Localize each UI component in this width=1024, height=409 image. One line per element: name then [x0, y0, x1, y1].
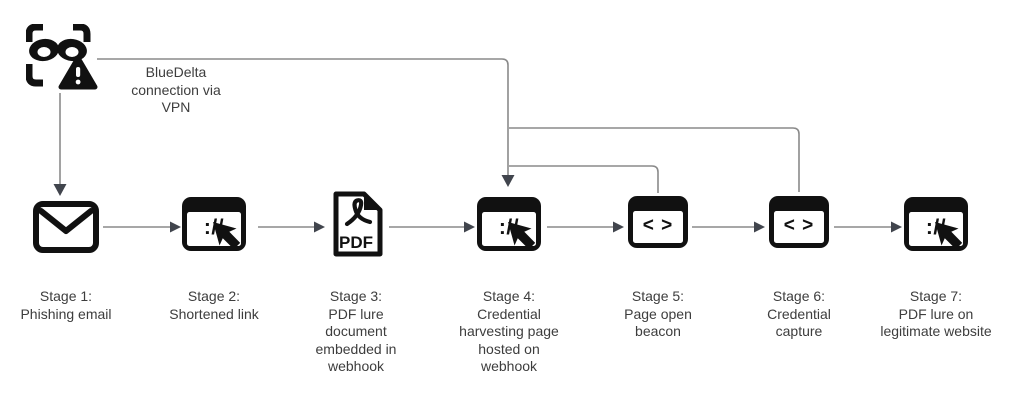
stage-3-pdf-lure: PDF Stage 3: PDF lure document embedded …	[271, 188, 441, 374]
stage-label: Stage 5: Page open beacon	[624, 288, 692, 339]
arrowhead-s1-s2	[170, 221, 181, 233]
stage5-feedback-line	[509, 165, 659, 193]
pdf-document-icon: PDF	[333, 191, 383, 257]
arrowhead-s4-s5	[613, 221, 624, 233]
arrowhead-into-stage4	[501, 175, 515, 187]
folded-corner	[364, 194, 380, 210]
arrowhead-s6-s7	[891, 221, 902, 233]
arrowhead-into-stage1	[53, 184, 67, 196]
code-glyph: < >	[633, 211, 683, 243]
arrowhead-s5-s6	[754, 221, 765, 233]
stage-label: Stage 6: Credential capture	[767, 288, 831, 339]
email-icon	[33, 201, 99, 253]
code-window-icon: < >	[769, 196, 829, 248]
code-window-icon: < >	[628, 196, 688, 248]
stage-7-pdf-lure-legitimate-website: :// Stage 7: PDF lure on legitimate webs…	[851, 188, 1021, 339]
arrowhead-s2-s3	[314, 221, 325, 233]
stage6-feedback-line	[509, 127, 800, 192]
stage-5-page-open-beacon: < > Stage 5: Page open beacon	[573, 188, 743, 339]
attacker-label: BlueDelta connection via VPN	[131, 64, 221, 115]
stage-2-shortened-link: :// Stage 2: Shortened link	[129, 188, 299, 322]
stage-1-phishing-email: Stage 1: Phishing email	[0, 188, 151, 322]
stage-label: Stage 2: Shortened link	[169, 288, 259, 322]
browser-link-cursor-icon: ://	[182, 197, 246, 251]
stage-6-credential-capture: < > Stage 6: Credential capture	[714, 188, 884, 339]
acrobat-glyph	[344, 198, 373, 227]
stage-label: Stage 4: Credential harvesting page host…	[459, 288, 559, 374]
vpn-connection-line	[97, 58, 509, 176]
detection-frame-brackets	[26, 24, 91, 87]
code-glyph: < >	[774, 211, 824, 243]
domino-mask-icon	[29, 38, 87, 62]
mouse-cursor-icon	[508, 222, 536, 250]
stage-label: Stage 1: Phishing email	[20, 288, 112, 322]
pdf-glyph: PDF	[339, 233, 373, 252]
stage-4-credential-harvesting-page: :// Stage 4: Credential harvesting page …	[424, 188, 594, 374]
warning-triangle-icon	[58, 55, 98, 90]
stage-label: Stage 3: PDF lure document embedded in w…	[315, 288, 397, 374]
stage-label: Stage 7: PDF lure on legitimate website	[880, 288, 992, 339]
masked-attacker-warning-icon	[26, 24, 98, 90]
mouse-cursor-icon	[213, 222, 241, 250]
exclamation-mark	[76, 67, 81, 77]
mouse-cursor-icon	[935, 222, 963, 250]
arrowhead-s3-s4	[464, 221, 475, 233]
